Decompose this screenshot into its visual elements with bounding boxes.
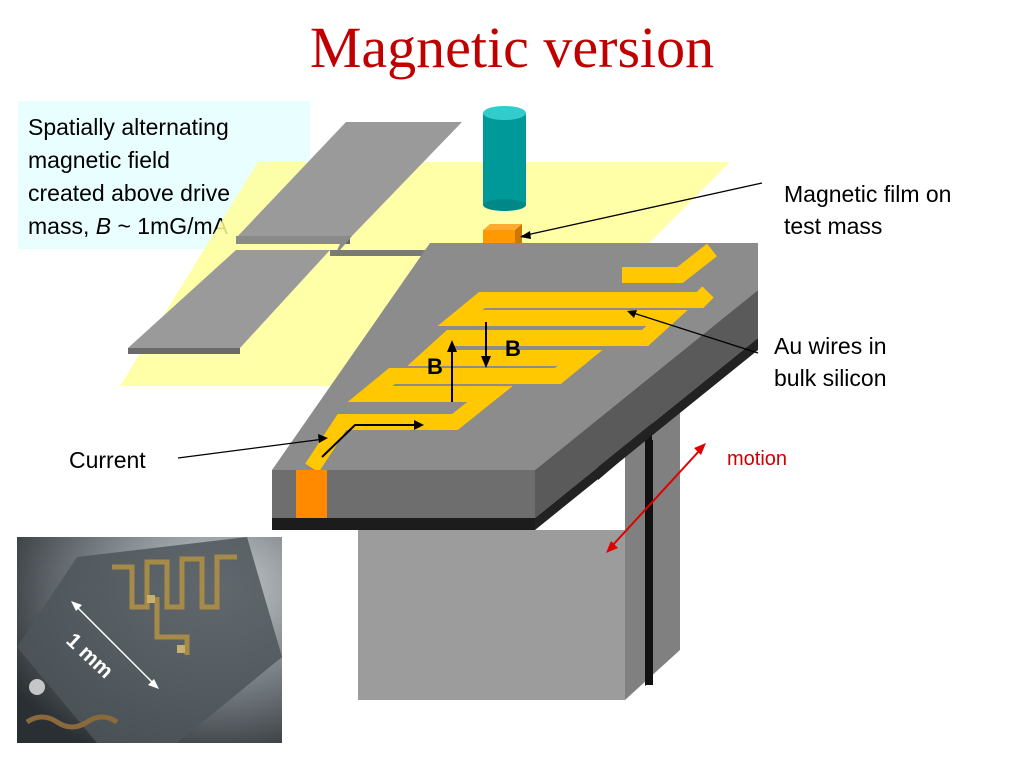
info-line: created above drive — [28, 180, 231, 206]
wire-contact — [296, 470, 327, 518]
magnetic-film-label: Magnetic film on test mass — [784, 178, 951, 242]
label-line: test mass — [784, 213, 883, 239]
current-label: Current — [69, 447, 146, 473]
current-arrow — [321, 424, 418, 458]
info-text: mass, — [28, 213, 96, 239]
scale-arrow — [74, 604, 156, 686]
current-leader — [177, 438, 325, 459]
motion-arrow — [611, 449, 701, 547]
motion-label: motion — [727, 448, 788, 470]
au-wire — [305, 286, 714, 473]
b-variable: B — [95, 213, 112, 239]
label-line: Magnetic film on — [784, 181, 952, 207]
drive-mass-block — [358, 408, 680, 700]
au-leader — [629, 311, 759, 354]
device-photo: 1 mm — [17, 537, 282, 743]
film-leader — [521, 182, 763, 237]
info-line: mass, B ~ 1mG/mA — [28, 210, 302, 243]
au-wires-label: Au wires in bulk silicon — [774, 330, 887, 394]
b-arrowhead-up — [447, 340, 457, 352]
current-arrowhead — [414, 420, 424, 430]
b-arrowhead-down — [481, 356, 491, 368]
info-text: ~ 1mG/mA — [111, 213, 229, 239]
info-line: magnetic field — [28, 147, 170, 173]
slide-title: Magnetic version — [309, 15, 715, 80]
b-label-right: B — [505, 336, 521, 361]
label-line: Au wires in — [774, 333, 887, 359]
magnet-cylinder — [483, 106, 526, 211]
info-line: Spatially alternating — [28, 114, 229, 140]
label-line: bulk silicon — [774, 365, 887, 391]
b-label-left: B — [427, 354, 443, 379]
au-wire-end — [622, 243, 717, 283]
